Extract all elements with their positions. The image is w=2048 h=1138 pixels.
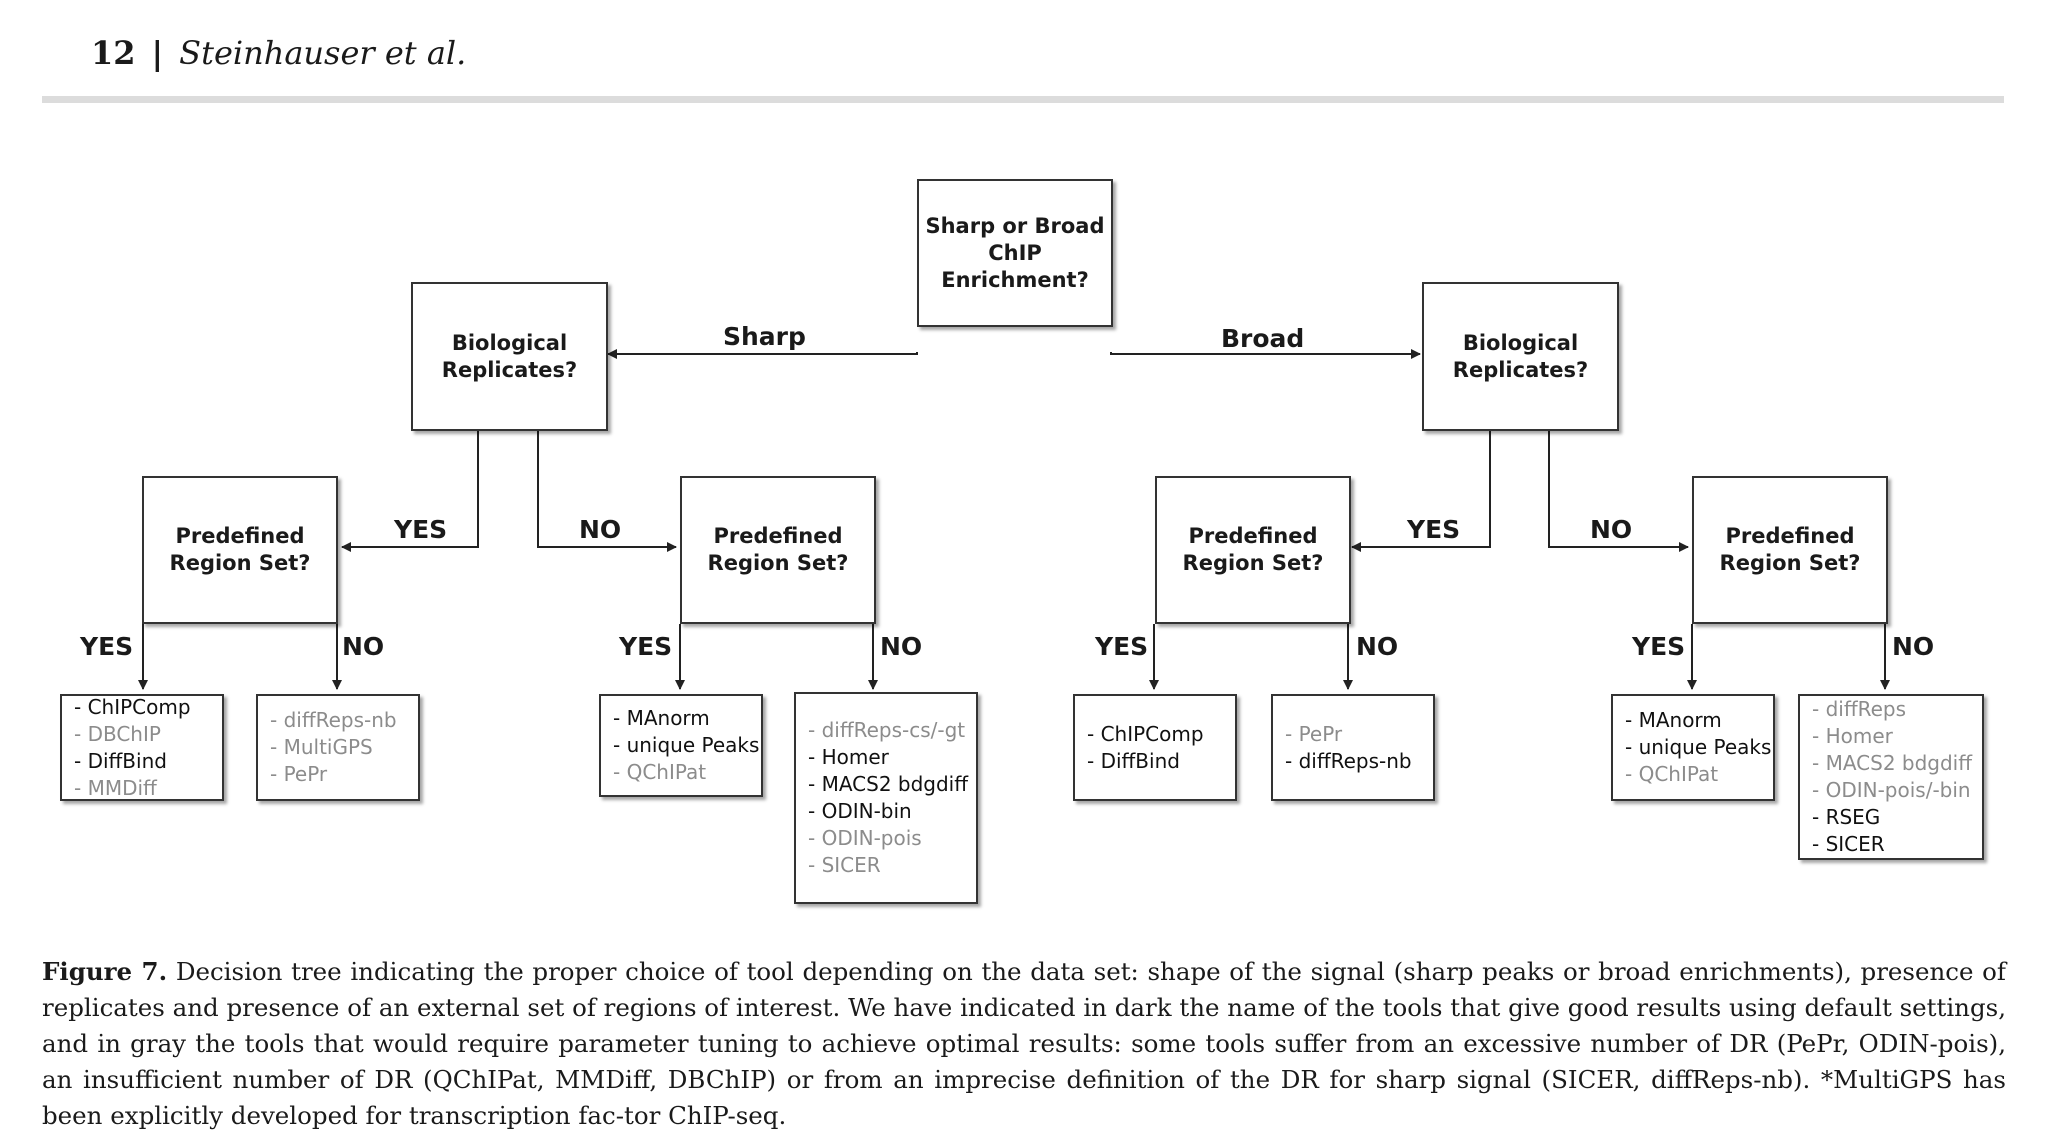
- edge-label-right-yes: YES: [1407, 515, 1461, 544]
- edge-right-yes-line: [1351, 431, 1491, 552]
- tool-name: - ODIN-bin: [808, 799, 912, 823]
- tool-name: - Homer: [1812, 724, 1893, 748]
- caption-label: Figure 7.: [42, 957, 168, 986]
- edge-left-yes-line: [341, 431, 479, 552]
- leaf-tools-sharp-rep-noregion: - diffReps-nb - MultiGPS - PePr: [256, 694, 420, 801]
- tool-name: - unique Peaks: [613, 733, 760, 757]
- tool-name: - ChIPComp: [74, 694, 191, 719]
- edge-broad-line: [1110, 349, 1421, 359]
- edge-label-broad: Broad: [1221, 324, 1305, 353]
- header-authors: Steinhauser et al.: [179, 34, 467, 72]
- tool-name: - DiffBind: [74, 748, 167, 773]
- leaf-label-no-3: NO: [1356, 632, 1399, 661]
- region-set-node-broad-no: Predefined Region Set?: [1692, 476, 1888, 624]
- leaf-tools-broad-norep-region: - MAnorm - unique Peaks - QChIPat: [1611, 694, 1775, 801]
- tool-name: - MAnorm: [1625, 708, 1722, 732]
- header-rule: [42, 96, 2004, 103]
- region-set-node-sharp-yes: Predefined Region Set?: [142, 476, 338, 624]
- leaf-label-no-4: NO: [1892, 632, 1935, 661]
- region-set-node-sharp-no: Predefined Region Set?: [680, 476, 876, 624]
- leaf-tools-broad-rep-noregion: - PePr- diffReps-nb: [1271, 694, 1435, 801]
- edge-left-no-line: [537, 431, 677, 552]
- tool-name: - ChIPComp: [1087, 721, 1204, 746]
- left-replicates-node: Biological Replicates?: [411, 282, 608, 431]
- leaf-tools-sharp-norep-region: - MAnorm - unique Peaks - QChIPat: [599, 694, 763, 797]
- leaf-label-yes-3: YES: [1095, 632, 1149, 661]
- tool-name: - SICER: [808, 853, 881, 877]
- leaf-tools-sharp-rep-region: - ChIPComp- DBChIP- DiffBind- MMDiff: [60, 694, 224, 801]
- tool-name: - MultiGPS: [270, 735, 373, 759]
- leaf-tools-broad-rep-region: - ChIPComp- DiffBind: [1073, 694, 1237, 801]
- tool-name: - DBChIP: [74, 721, 161, 746]
- edge-label-left-no: NO: [579, 515, 622, 544]
- tool-name: - RSEG: [1812, 805, 1881, 829]
- tool-name: - diffReps: [1812, 697, 1907, 721]
- edge-label-left-yes: YES: [394, 515, 448, 544]
- right-replicates-node: Biological Replicates?: [1422, 282, 1619, 431]
- tool-name: - MACS2 bdgdiff: [1812, 751, 1973, 775]
- edge-label-sharp: Sharp: [723, 322, 806, 351]
- tool-name: - diffReps-cs/-gt: [808, 718, 966, 742]
- caption-text: Decision tree indicating the proper choi…: [42, 957, 2006, 1130]
- figure-caption: Figure 7. Decision tree indicating the p…: [42, 954, 2006, 1134]
- tool-name: - PePr: [1285, 721, 1343, 746]
- leaf-label-no-1: NO: [342, 632, 385, 661]
- region-set-node-broad-yes: Predefined Region Set?: [1155, 476, 1351, 624]
- tool-name: - diffReps-nb: [1285, 748, 1412, 773]
- tool-name: - Homer: [808, 745, 889, 769]
- root-decision-node: Sharp or Broad ChIP Enrichment?: [917, 179, 1113, 327]
- connector-lines: [138, 349, 1890, 690]
- page-number: 12: [91, 34, 136, 72]
- tool-name: - DiffBind: [1087, 748, 1180, 773]
- edge-label-right-no: NO: [1590, 515, 1633, 544]
- leaf-tools-sharp-norep-noregion: - diffReps-cs/-gt - Homer - MACS2 bdgdiff -…: [794, 692, 978, 904]
- tool-name: - SICER: [1812, 832, 1885, 856]
- tool-name: - MAnorm: [613, 706, 710, 730]
- leaf-label-yes-2: YES: [619, 632, 673, 661]
- leaf-label-no-2: NO: [880, 632, 923, 661]
- tool-name: - unique Peaks: [1625, 735, 1772, 759]
- leaf-tools-broad-norep-noregion: - diffReps - Homer - MACS2 bdgdiff - ODIN-p…: [1798, 694, 1984, 860]
- decision-tree-figure: Sharp or Broad ChIP Enrichment? Biologic…: [60, 179, 1984, 904]
- tool-name: - PePr: [270, 762, 328, 786]
- tool-name: - QChIPat: [1625, 762, 1719, 786]
- edge-right-no-line: [1548, 431, 1689, 552]
- leaf-label-yes-4: YES: [1632, 632, 1686, 661]
- tool-name: - ODIN-pois: [808, 826, 922, 850]
- tool-name: - MACS2 bdgdiff: [808, 772, 969, 796]
- tool-name: - MMDiff: [74, 775, 157, 800]
- header-separator: |: [151, 34, 164, 72]
- tool-name: - diffReps-nb: [270, 708, 397, 732]
- tool-name: - ODIN-pois/-bin: [1812, 778, 1971, 802]
- tool-name: - QChIPat: [613, 760, 707, 784]
- leaf-label-yes-1: YES: [80, 632, 134, 661]
- edge-sharp-line: [607, 349, 918, 359]
- running-header: 12 | Steinhauser et al.: [91, 28, 466, 78]
